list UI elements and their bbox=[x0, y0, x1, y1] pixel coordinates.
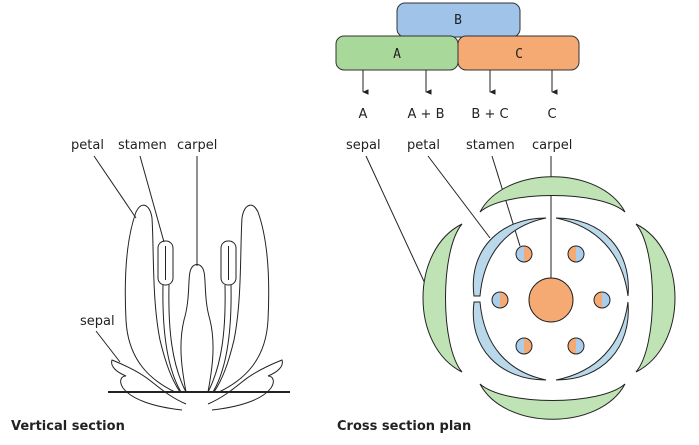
vs-petal-right bbox=[213, 204, 270, 393]
cs-leader-stamen bbox=[491, 155, 521, 247]
vs-caption: Vertical section bbox=[11, 419, 125, 434]
cs-label-carpel: carpel bbox=[532, 138, 572, 153]
cs-leader-petal bbox=[427, 155, 491, 239]
cs-petal-top-left bbox=[472, 217, 547, 297]
vs-label-stamen: stamen bbox=[118, 138, 167, 153]
cs-label-stamen: stamen bbox=[466, 138, 515, 153]
abc-model: B A C A A + B B + C C bbox=[335, 2, 580, 122]
box-a-label: A bbox=[393, 47, 401, 62]
box-b-label: B bbox=[454, 13, 462, 28]
vs-anther-left bbox=[157, 240, 174, 286]
cs-stamen bbox=[515, 337, 533, 355]
outcome-a-b: A + B bbox=[408, 107, 445, 122]
box-b bbox=[396, 2, 521, 38]
vs-leader-petal bbox=[93, 155, 137, 219]
vs-carpel bbox=[180, 264, 214, 393]
cs-sepal-bottom bbox=[479, 383, 626, 420]
cs-leader-sepal bbox=[365, 155, 429, 291]
cs-stamen bbox=[491, 291, 509, 309]
outcome-b-c: B + C bbox=[471, 107, 508, 122]
vs-filament-left bbox=[168, 284, 187, 393]
cs-stamen bbox=[593, 291, 611, 309]
box-c-label: C bbox=[515, 47, 523, 62]
vertical-section: petal stamen carpel sepal Vertical secti… bbox=[11, 138, 290, 434]
vs-filament-right-b bbox=[212, 284, 232, 393]
cs-petal-bottom-right bbox=[555, 301, 629, 381]
vs-petal-left bbox=[124, 204, 181, 393]
vs-sepal-left bbox=[111, 359, 187, 411]
box-c bbox=[457, 35, 580, 71]
cross-section: sepal petal stamen carpel bbox=[337, 138, 676, 434]
vs-label-petal: petal bbox=[71, 138, 104, 153]
cs-carpel bbox=[528, 277, 574, 323]
cs-stamen bbox=[567, 337, 585, 355]
vs-label-carpel: carpel bbox=[177, 138, 217, 153]
cs-stamen bbox=[515, 245, 533, 263]
cs-petal-bottom-left bbox=[472, 301, 547, 381]
cs-sepal-right bbox=[635, 223, 676, 373]
vs-leader-sepal bbox=[95, 330, 121, 363]
cs-sepal-left bbox=[422, 223, 463, 373]
cs-sepal-top bbox=[479, 176, 626, 213]
cs-petal-top-right bbox=[555, 217, 629, 297]
vs-leader-stamen bbox=[139, 155, 165, 243]
outcome-c: C bbox=[547, 107, 556, 122]
cs-label-sepal: sepal bbox=[346, 138, 381, 153]
vs-anther-right bbox=[220, 240, 237, 286]
cs-label-petal: petal bbox=[407, 138, 440, 153]
cs-caption: Cross section plan bbox=[337, 419, 471, 434]
vs-filament-left-b bbox=[162, 284, 182, 393]
outcome-a: A bbox=[359, 107, 368, 122]
vs-filament-right bbox=[207, 284, 226, 393]
cs-stamen bbox=[567, 245, 585, 263]
vs-sepal-right bbox=[207, 359, 283, 411]
vs-label-sepal: sepal bbox=[80, 314, 115, 329]
